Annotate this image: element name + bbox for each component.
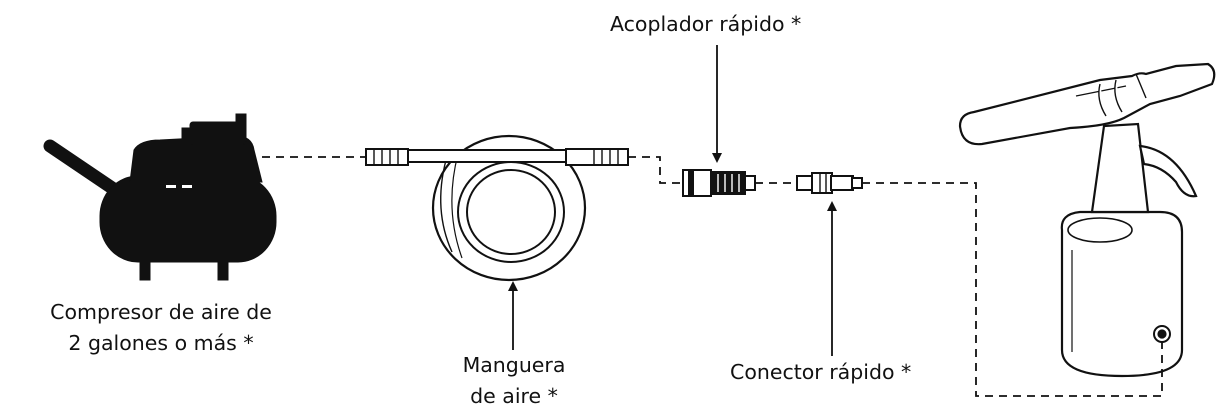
quick-connector-label: Conector rápido *: [730, 360, 912, 384]
air-hose-label-line1: Manguera: [462, 353, 566, 377]
air-hose-label: Manguera de aire *: [452, 350, 576, 412]
hose-to-coupler-line: [628, 156, 683, 184]
air-hose-label-line2: de aire *: [470, 384, 558, 408]
compressor-label-line2: 2 galones o más *: [68, 331, 254, 355]
quick-connector-icon: [796, 172, 863, 194]
air-compressor-icon: [43, 113, 277, 281]
connector-to-tool-line: [862, 182, 1163, 397]
quick-coupler-icon: [682, 169, 756, 197]
pointer-arrows: [508, 45, 837, 356]
pneumatic-rivet-tool-icon: [958, 62, 1216, 378]
compressor-label: Compresor de aire de 2 galones o más *: [30, 297, 292, 359]
coiled-air-hose-icon: [365, 134, 629, 282]
compressor-label-line1: Compresor de aire de: [50, 300, 272, 324]
connection-lines: [262, 156, 1163, 397]
quick-coupler-label: Acoplador rápido *: [610, 12, 802, 36]
